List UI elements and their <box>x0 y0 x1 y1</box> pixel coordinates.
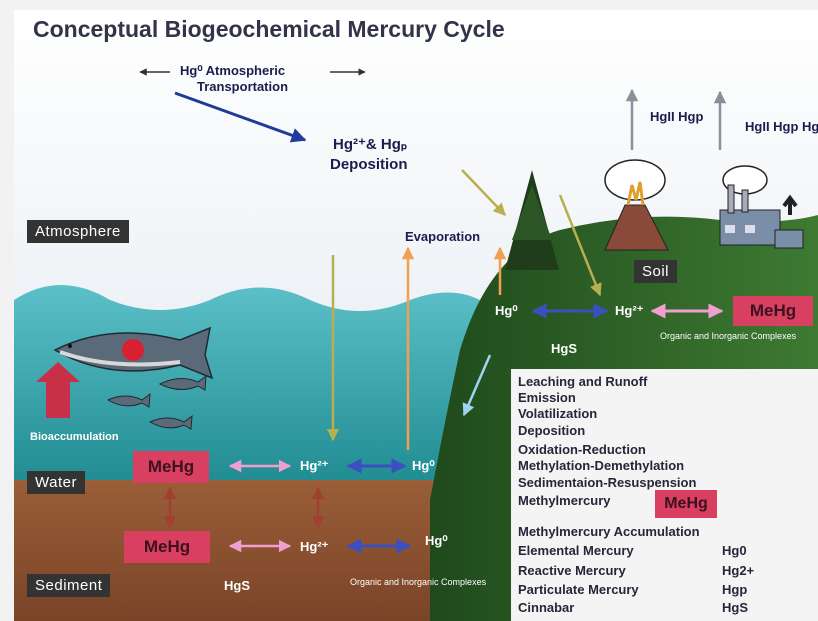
zone-sediment: Sediment <box>27 574 110 597</box>
legend-particulate: Particulate Mercury <box>518 582 639 597</box>
legend-volatilization: Volatilization <box>518 406 597 421</box>
water-body <box>14 285 480 490</box>
soil-hg2: Hg²⁺ <box>615 304 644 317</box>
water-hg0: Hg⁰ <box>412 459 435 472</box>
soil-mehg-box: MeHg <box>733 296 813 326</box>
legend-leaching: Leaching and Runoff <box>518 374 647 389</box>
legend-elemental: Elemental Mercury <box>518 543 634 558</box>
hg0-atmospheric-label: Hg⁰ Atmospheric <box>180 64 285 77</box>
water-hg2: Hg²⁺ <box>300 459 329 472</box>
legend-elemental-symbol: Hg0 <box>722 543 747 558</box>
evaporation-label: Evaporation <box>405 230 480 243</box>
legend-reactive: Reactive Mercury <box>518 563 626 578</box>
legend-emission: Emission <box>518 390 576 405</box>
legend-reactive-symbol: Hg2+ <box>722 563 754 578</box>
legend-accumulation: Methylmercury Accumulation <box>518 524 700 539</box>
soil-complexes: Organic and Inorganic Complexes <box>660 332 796 341</box>
deposition-label: Deposition <box>330 157 408 172</box>
sediment-hg0: Hg⁰ <box>425 534 448 547</box>
legend-sedimentation: Sedimentaion-Resuspension <box>518 475 696 490</box>
bioaccumulation-label: Bioaccumulation <box>30 432 119 443</box>
legend-deposition: Deposition <box>518 423 585 438</box>
legend-cinnabar: Cinnabar <box>518 600 574 615</box>
legend-particulate-symbol: Hgp <box>722 582 747 597</box>
sediment-complexes: Organic and Inorganic Complexes <box>350 578 486 587</box>
legend-methylation: Methylation-Demethylation <box>518 458 684 473</box>
sediment-hg2: Hg²⁺ <box>300 540 329 553</box>
zone-atmosphere: Atmosphere <box>27 220 129 243</box>
deposition-species-label: Hg²⁺& Hgₚ <box>333 137 407 152</box>
soil-hgs: HgS <box>551 342 577 355</box>
volcano-emission-label: HgII Hgp <box>650 110 703 123</box>
water-mehg-box: MeHg <box>133 451 209 483</box>
diagram-title: Conceptual Biogeochemical Mercury Cycle <box>33 18 505 41</box>
legend-cinnabar-symbol: HgS <box>722 600 748 615</box>
sediment-mehg-box: MeHg <box>124 531 210 563</box>
legend-methylmercury: Methylmercury <box>518 493 610 508</box>
transportation-label: Transportation <box>197 80 288 93</box>
zone-soil: Soil <box>634 260 677 283</box>
soil-hg0: Hg⁰ <box>495 304 518 317</box>
industry-emission-label: HgII Hgp Hg2+ <box>745 120 818 133</box>
legend-oxidation-reduction: Oxidation-Reduction <box>518 442 646 457</box>
zone-water: Water <box>27 471 85 494</box>
sediment-hgs: HgS <box>224 579 250 592</box>
legend-mehg-box: MeHg <box>655 490 717 518</box>
